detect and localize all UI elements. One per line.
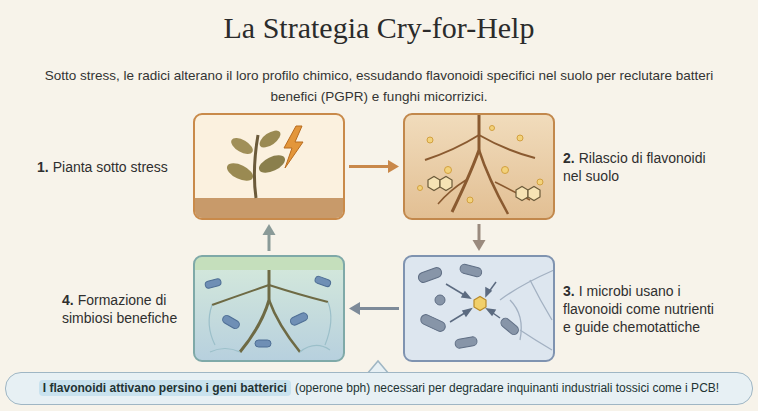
stage-label: 2.Rilascio di flavonoidi nel suolo [563,149,708,185]
highlight-text: I flavonoidi attivano persino i geni bat… [39,380,291,396]
note-text: (operone bph) necessari per degradare in… [295,381,719,395]
arrow-line [358,307,399,310]
callout-number: 1. [37,159,49,175]
flow-arrow [473,224,486,251]
stage-text: I microbi usano i flavonoidi come nutrie… [563,283,714,335]
flow-arrow [263,224,276,251]
stage-panel: 1.Pianta sotto stress [193,113,345,220]
stage-text: Rilascio di flavonoidi nel suolo [563,150,706,184]
callout-number: 3. [563,283,575,299]
arrow-head [349,302,360,315]
callout-text-line: I flavonoidi attivano persino i geni bat… [39,380,719,397]
arrow-line [349,165,390,168]
arrow-line [478,224,481,242]
stage-text: Pianta sotto stress [53,159,168,175]
arrow-head [473,240,486,251]
arrow-head [388,160,399,173]
microbes [404,256,554,361]
arrow-line [268,233,271,251]
symbiosis [194,256,344,361]
stage-panel: 2.Rilascio di flavonoidi nel suolo [403,113,555,220]
callout-box: I flavonoidi attivano persino i geni bat… [5,372,753,405]
stage-label: 4.Formazione di simbiosi benefiche [62,291,187,327]
callout-number: 4. [62,292,74,308]
stage-text: Formazione di simbiosi benefiche [62,292,177,326]
flow-arrow [349,302,399,315]
callout-number: 2. [563,150,575,166]
stage-panel: 3.I microbi usano i flavonoidi come nutr… [403,255,555,362]
diagram-title: La Strategia Cry-for-Help [0,8,758,48]
flow-arrow [349,160,399,173]
root-exudates [404,114,554,219]
stage-label: 3.I microbi usano i flavonoidi come nutr… [563,282,715,336]
arrow-head [263,224,276,235]
stage-label: 1.Pianta sotto stress [37,158,187,176]
subtitle-text: Sotto stress, le radici alterano il loro… [39,65,719,107]
stage-panel: 4.Formazione di simbiosi benefiche [193,255,345,362]
stressed-plant [194,114,344,219]
